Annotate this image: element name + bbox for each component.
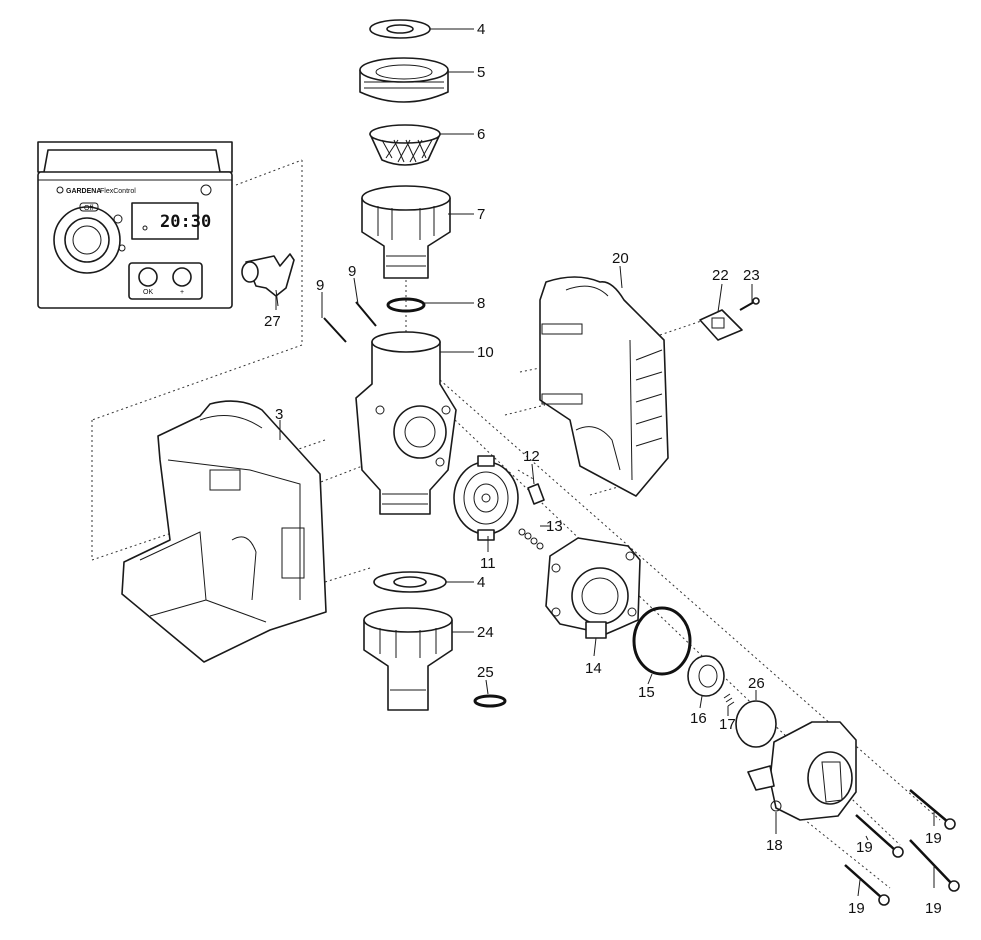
- part-25-o-ring: [473, 694, 507, 708]
- part-27-connector: [241, 253, 295, 307]
- part-10-valve-body: [355, 331, 457, 515]
- callout-11: 11: [480, 555, 496, 572]
- callout-17: 17: [719, 716, 736, 733]
- clock-icon: [113, 214, 123, 224]
- callout-5: 5: [477, 64, 485, 81]
- callout-19-d: 19: [848, 900, 865, 917]
- brand-label: GARDENA: [66, 188, 101, 195]
- part-20-cover: [539, 276, 669, 497]
- callout-7: 7: [477, 206, 485, 223]
- part-15-seal-ring: [632, 606, 692, 676]
- callout-8: 8: [477, 295, 485, 312]
- callout-13: 13: [546, 518, 563, 535]
- callout-12: 12: [523, 448, 540, 465]
- callout-14: 14: [585, 660, 602, 677]
- part-3-wall-bracket: [121, 400, 327, 663]
- callout-25: 25: [477, 664, 494, 681]
- part-8-o-ring: [386, 297, 426, 313]
- part-12-valve-pin: [527, 483, 545, 505]
- part-16-plunger-cap: [687, 655, 725, 697]
- callout-19-b: 19: [856, 839, 873, 856]
- display-time: 20:30: [160, 212, 211, 232]
- part-13-springs: [518, 528, 544, 550]
- part-6-filter-screen: [369, 124, 441, 166]
- part-23-screw: [739, 297, 760, 311]
- part-26-disc: [735, 700, 777, 748]
- water-drop-icon: [142, 225, 148, 231]
- ok-button: [138, 267, 158, 287]
- callout-18: 18: [766, 837, 783, 854]
- part-17-spring: [723, 693, 735, 707]
- callout-16: 16: [690, 710, 707, 727]
- callout-26: 26: [748, 675, 765, 692]
- part-24-tap-adapter: [363, 607, 453, 711]
- plus-button: [172, 267, 192, 287]
- part-11-diaphragm: [453, 455, 519, 541]
- alarm-icon: [118, 244, 126, 252]
- part-22-clip: [699, 309, 743, 341]
- settings-gear-icon: [200, 184, 212, 196]
- part-4-washer-bottom: [373, 571, 447, 593]
- callout-20: 20: [612, 250, 629, 267]
- controller-unit: GARDENA FlexControl 20:30 Off OK +: [37, 141, 233, 309]
- callout-leaders: [275, 28, 935, 897]
- callout-27: 27: [264, 313, 281, 330]
- part-9-pins: [323, 301, 377, 343]
- part-5-adapter-nut: [359, 57, 449, 103]
- callout-19-c: 19: [925, 900, 942, 917]
- model-label: FlexControl: [100, 188, 136, 195]
- callout-labels: 4 5 6 7 8 9 9 10 3 20 22 23 27 12 13 11 …: [264, 21, 942, 917]
- callout-22: 22: [712, 267, 729, 284]
- callout-15: 15: [638, 684, 655, 701]
- callout-9-right: 9: [348, 263, 356, 280]
- ok-button-label: OK: [143, 289, 153, 296]
- callout-19-a: 19: [925, 830, 942, 847]
- callout-4-top: 4: [477, 21, 485, 38]
- callout-6: 6: [477, 126, 485, 143]
- callout-23: 23: [743, 267, 760, 284]
- plus-button-label: +: [180, 289, 184, 296]
- part-18-end-cap: [747, 721, 857, 821]
- callout-24: 24: [477, 624, 494, 641]
- callout-4-bottom: 4: [477, 574, 485, 591]
- part-14-solenoid-housing: [545, 537, 641, 639]
- callout-9-left: 9: [316, 277, 324, 294]
- callout-10: 10: [477, 344, 494, 361]
- callout-3: 3: [275, 406, 283, 423]
- lcd-display: [131, 202, 199, 240]
- part-4-washer-top: [369, 19, 431, 39]
- part-19-screws: [844, 789, 960, 906]
- dial-off-label: Off: [84, 205, 93, 212]
- part-7-tap-connector: [361, 185, 451, 279]
